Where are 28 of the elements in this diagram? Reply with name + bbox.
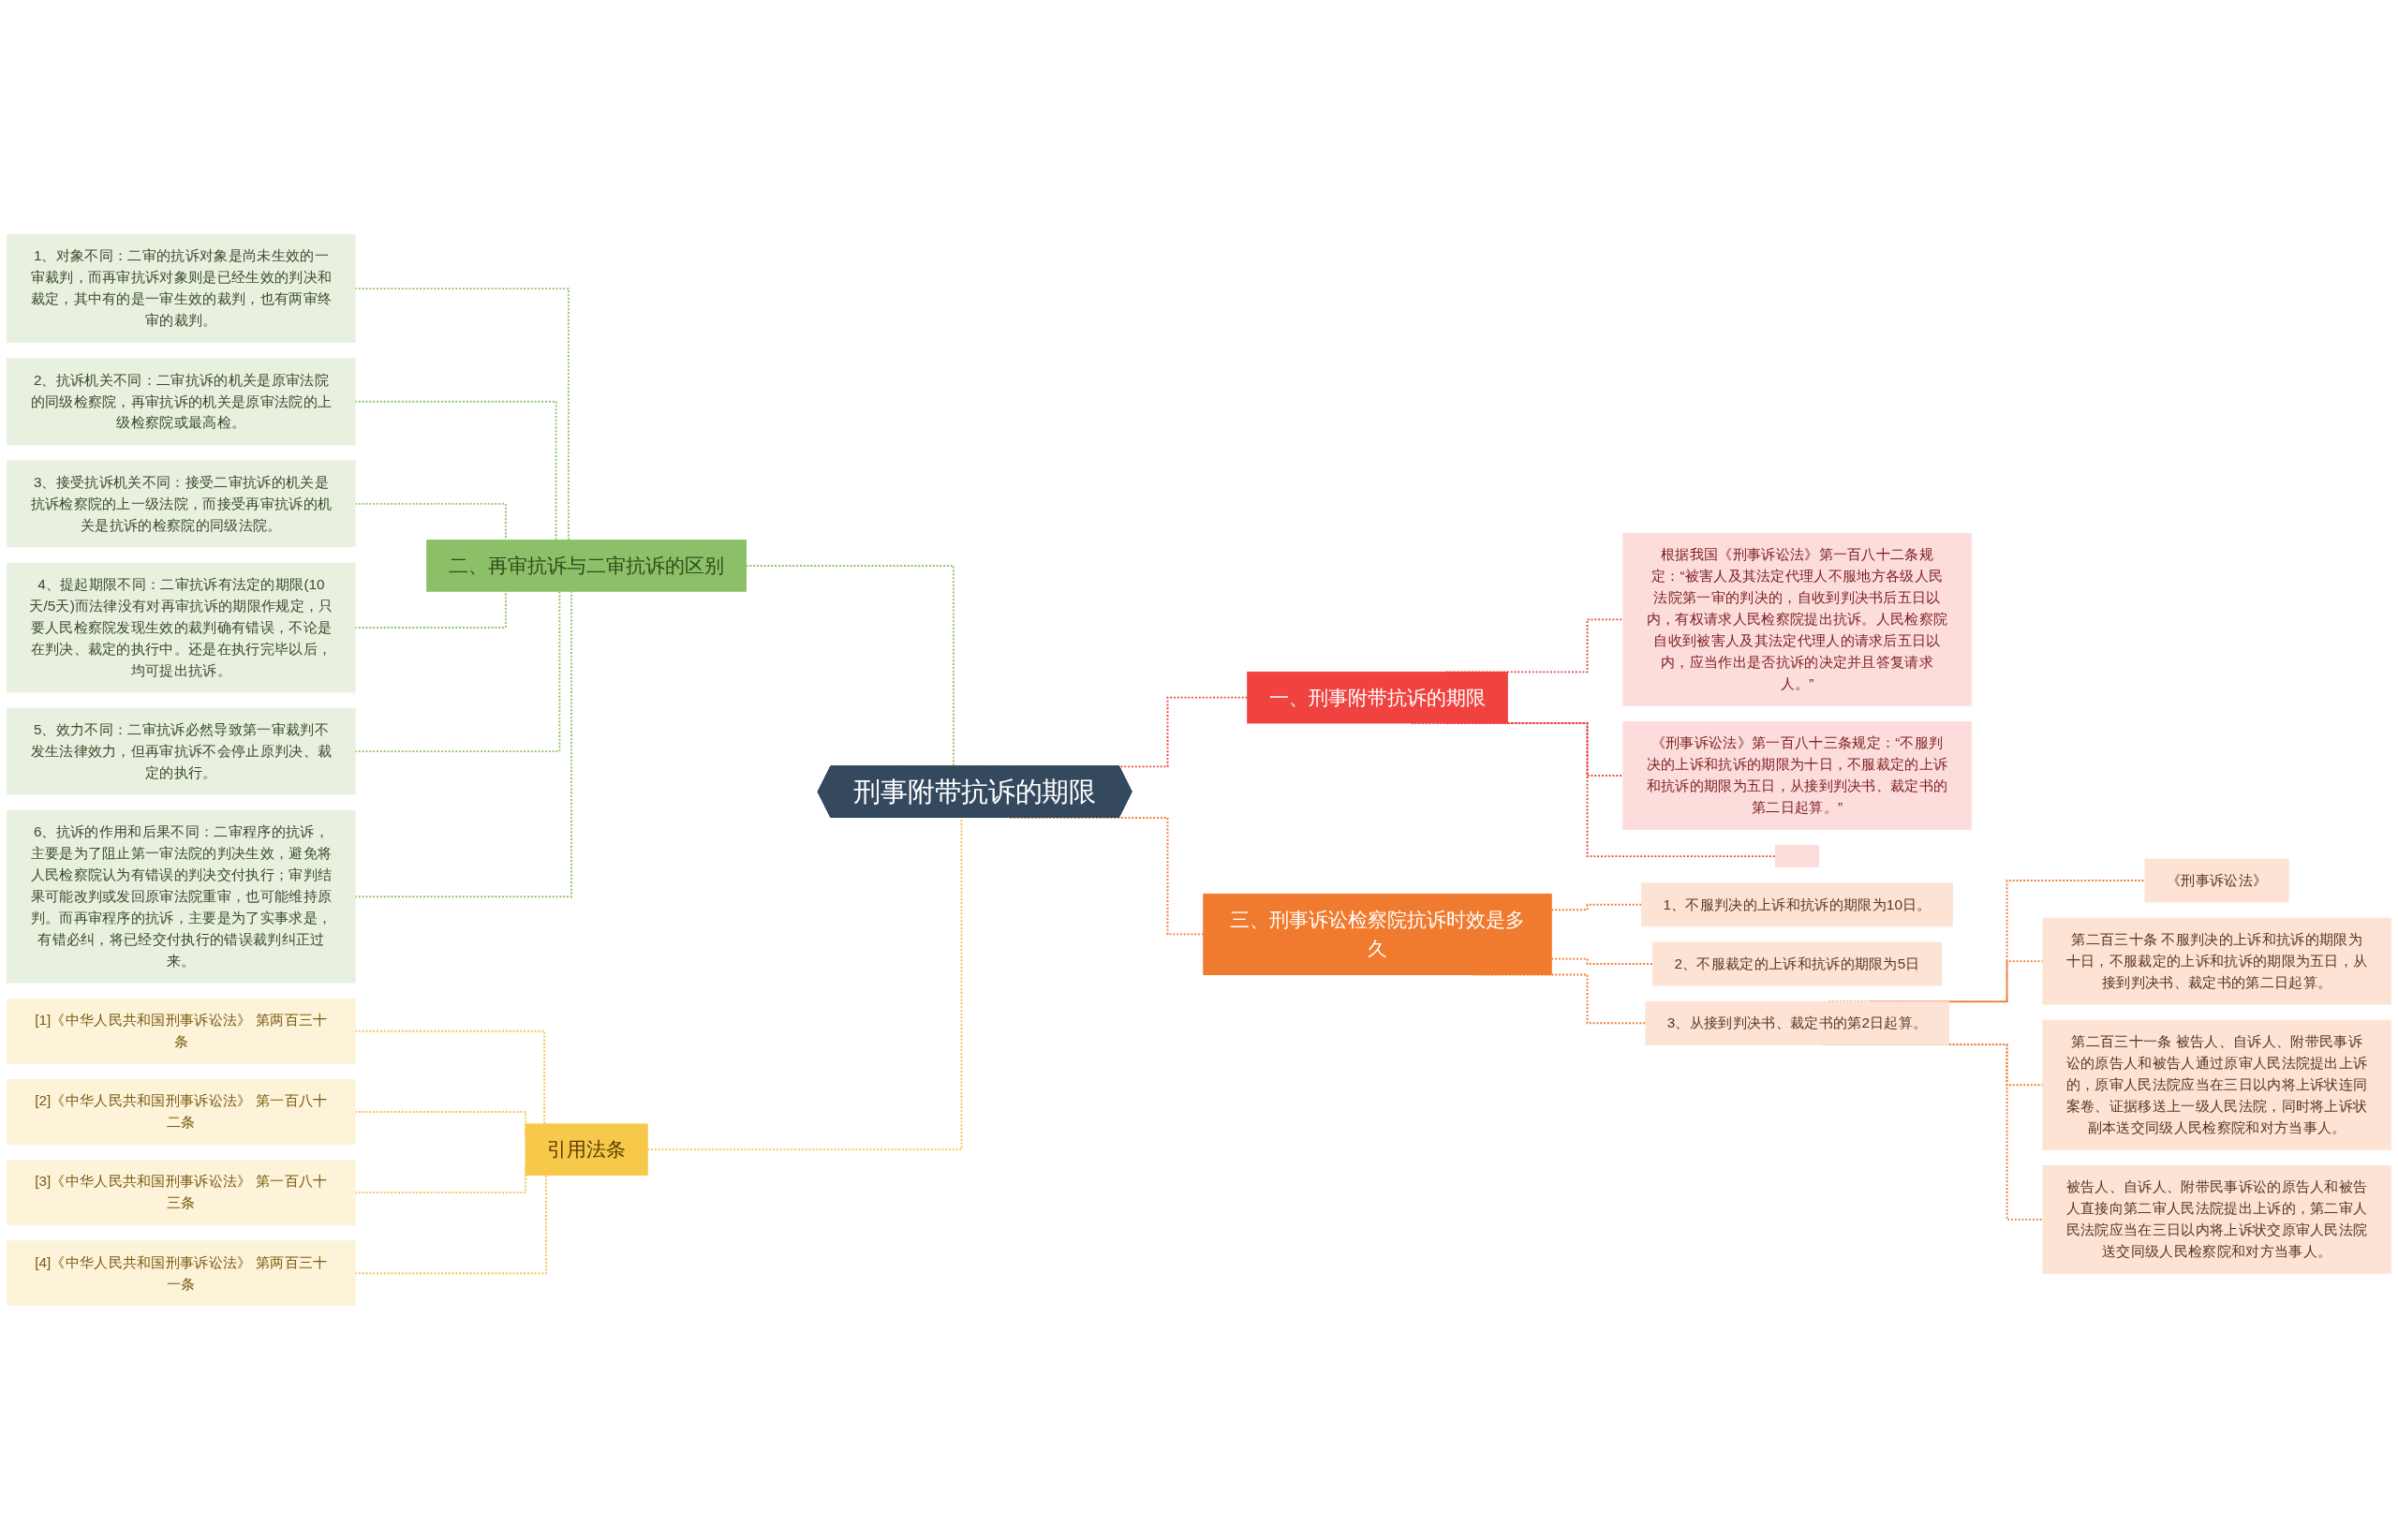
node-box: 引用法条 [525,1123,648,1176]
node-box: 6、抗诉的作用和后果不同：二审程序的抗诉，主要是为了阻止第一审法院的判决生效，避免将人民检察院认为有错误的判决交付执行；审判结果可能改判或发回原审法院重审，也可能维持原判。而再审程序的抗诉，主要是为了实事求是，有错必纠，将已经交付执行的错误裁判纠正过来。 [7,809,356,984]
node-box: 二、再审抗诉与二审抗诉的区别 [426,539,747,592]
node-box: [3]《中华人民共和国刑事诉讼法》 第一百八十三条 [7,1159,356,1225]
node-box: 2、不服裁定的上诉和抗诉的期限为5日 [1652,941,1943,986]
node-box: 2、抗诉机关不同：二审抗诉的机关是原审法院的同级检察院，再审抗诉的机关是原审法院的上级检察院或最高检。 [7,358,356,445]
node-box: 第二百三十条 不服判决的上诉和抗诉的期限为十日，不服裁定的上诉和抗诉的期限为五日，从接到判决书、裁定书的第二日起算。 [2042,917,2391,1005]
node-box: 5、效力不同：二审抗诉必然导致第一审裁判不发生法律效力，但再审抗诉不会停止原判决、裁定的执行。 [7,707,356,795]
node-box: 被告人、自诉人、附带民事诉讼的原告人和被告人直接向第二审人民法院提出上诉的，第二审人民法院应当在三日以内将上诉状交原审人民法院送交同级人民检察院和对方当事人。 [2042,1164,2391,1274]
node-box: 4、提起期限不同：二审抗诉有法定的期限(10天/5天)而法律没有对再审抗诉的期限作规定，只要人民检察院发现生效的裁判确有错误，不论是在判决、裁定的执行中。还是在执行完毕以后，均可提出抗诉。 [7,562,356,693]
node-box: 1、对象不同：二审的抗诉对象是尚未生效的一审裁判，而再审抗诉对象则是已经生效的判决和裁定，其中有的是一审生效的裁判，也有两审终审的裁判。 [7,234,356,343]
node-box: 3、从接到判决书、裁定书的第2日起算。 [1645,1000,1949,1045]
connector [354,1174,547,1275]
node-box: 第二百三十一条 被告人、自诉人、附带民事诉讼的原告人和被告人通过原审人民法院提出上诉的，原审人民法院应当在三日以内将上诉状连同案卷、证据移送上一级人民法院，同时将上诉状副本送交同级人民检察院和对方当事人。 [2042,1019,2391,1150]
node-box [1775,844,1819,867]
node-box: [4]《中华人民共和国刑事诉讼法》 第两百三十一条 [7,1240,356,1306]
node-box: 《刑事诉讼法》 [2144,858,2289,903]
node-box: 根据我国《刑事诉讼法》第一百八十二条规定：“被害人及其法定代理人不服地方各级人民法院第一审的判决的，自收到判决书后五日以内，有权请求人民检察院提出抗诉。人民检察院自收到被害人及其法定代理人的请求后五日以内，应当作出是否抗诉的决定并且答复请求人。” [1622,532,1972,706]
connector [354,1029,545,1125]
connector [1550,957,1654,965]
node-box: [2]《中华人民共和国刑事诉讼法》 第一百八十二条 [7,1078,356,1145]
node-box: 三、刑事诉讼检察院抗诉时效是多久 [1203,893,1552,975]
node-box: [1]《中华人民共和国刑事诉讼法》 第两百三十条 [7,998,356,1064]
node-box: 1、不服判决的上诉和抗诉的期限为10日。 [1641,882,1953,927]
node-box: 3、接受抗诉机关不同：接受二审抗诉的机关是抗诉检察院的上一级法院，而接受再审抗诉的机关是抗诉的检察院的同级法院。 [7,460,356,548]
node-box: 一、刑事附带抗诉的期限 [1247,671,1508,724]
node-box: 《刑事诉讼法》第一百八十三条规定：“不服判决的上诉和抗诉的期限为十日，不服裁定的上诉和抗诉的期限为五日，从接到判决书、裁定书的第二日起算。” [1622,720,1972,830]
connector [1550,903,1643,911]
